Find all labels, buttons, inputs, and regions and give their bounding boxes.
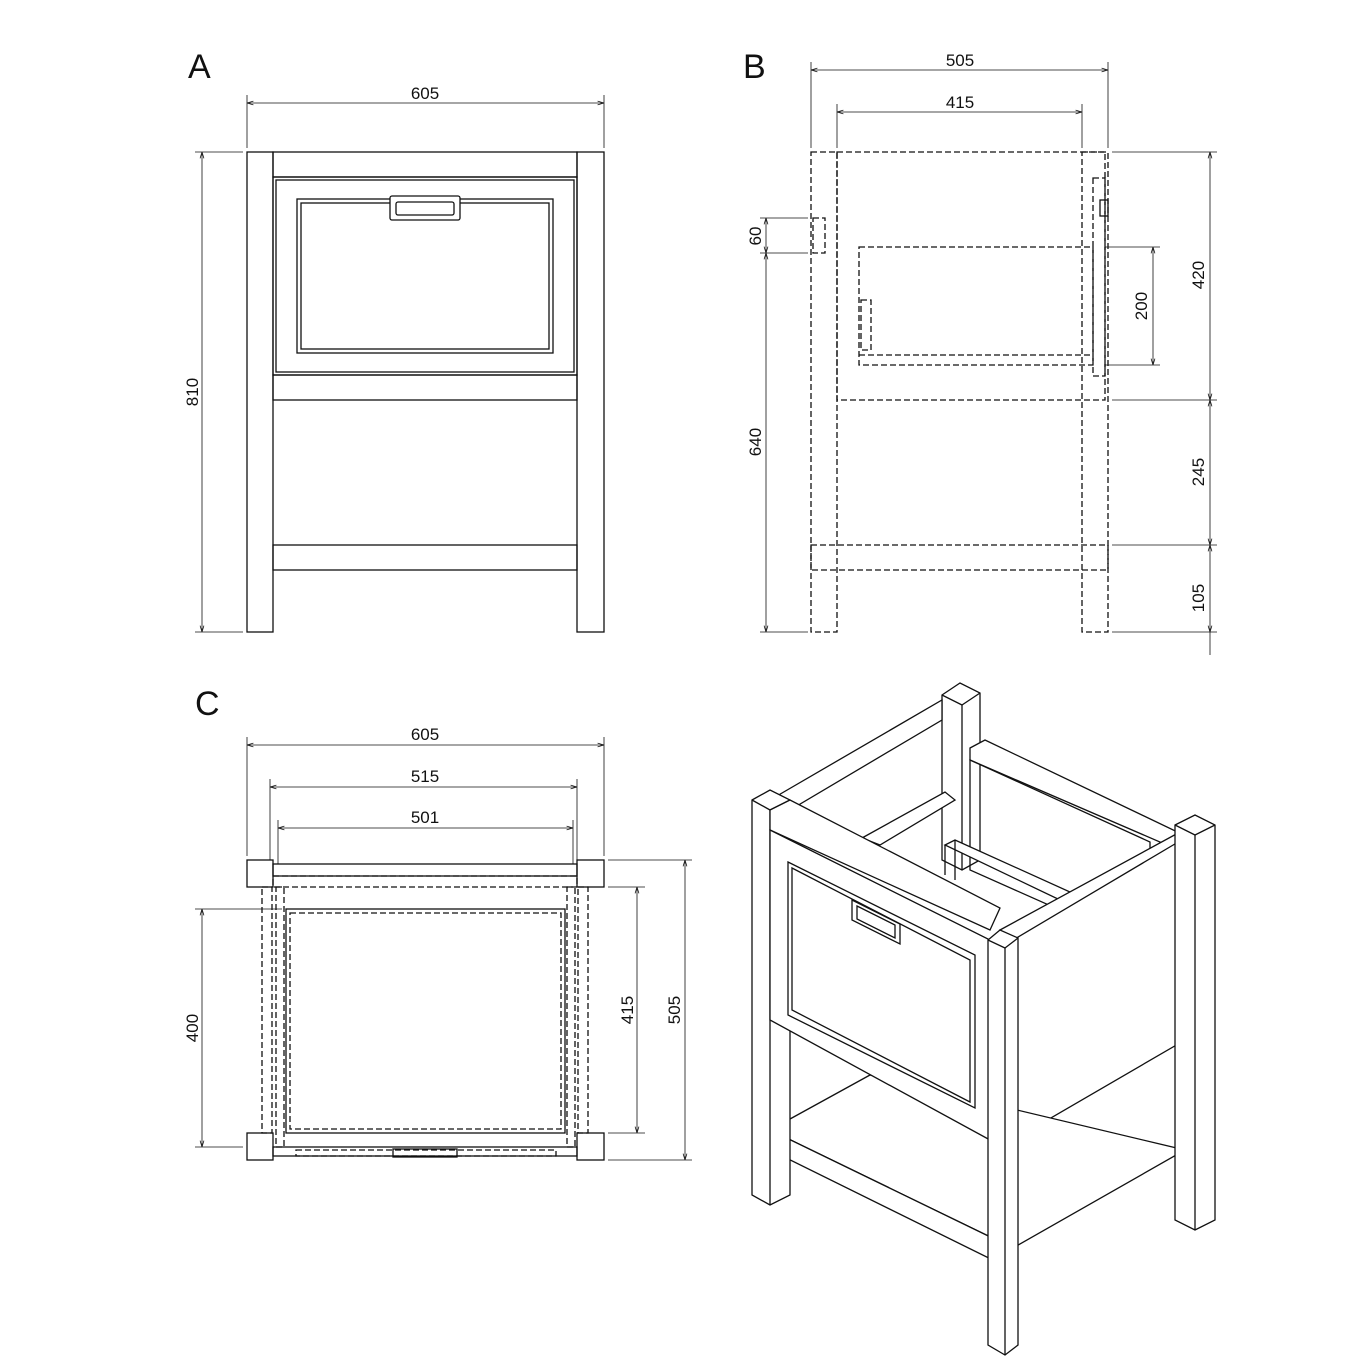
dim-shelf-to-floor: 105: [1189, 584, 1208, 612]
dim-upper-height: 420: [1189, 261, 1208, 289]
dim-width: 605: [411, 725, 439, 744]
dim-inner-depth: 415: [946, 93, 974, 112]
view-c-label: C: [195, 685, 220, 723]
view-a-front: A 605 810: [183, 48, 605, 633]
dim-depth: 505: [665, 996, 684, 1024]
shelf: [272, 544, 578, 571]
handle-inner: [395, 201, 455, 216]
dim-drawer-depth: 400: [183, 1014, 202, 1042]
isometric-view: [751, 682, 1216, 1356]
dim-open-height: 245: [1189, 458, 1208, 486]
dim-depth: 505: [946, 51, 974, 70]
side-panel: [836, 151, 1106, 401]
dim-inner-depth: 415: [618, 996, 637, 1024]
drawer-slide: [1092, 177, 1106, 377]
front-leg: [810, 151, 838, 633]
drawer-box: [285, 908, 566, 1134]
left-leg: [246, 151, 274, 633]
back-leg: [1081, 151, 1109, 633]
dim-width: 605: [411, 84, 439, 103]
handle: [851, 898, 901, 946]
rail-end: [812, 217, 826, 254]
view-c-top: C 605 515 501 400 415 505: [183, 685, 692, 1161]
drawer-bevel: [275, 179, 575, 373]
dim-inner-width: 515: [411, 767, 439, 786]
drawer-panel: [296, 198, 554, 354]
drawer-box: [858, 246, 1094, 366]
front-rail: [272, 1146, 578, 1157]
dim-drawer-height: 200: [1132, 292, 1151, 320]
back-rail: [272, 863, 578, 877]
lower-rail: [272, 374, 578, 401]
view-b-side: B 505 415 60 640 200 420 245 105: [743, 48, 1217, 655]
handle: [389, 195, 461, 221]
drawer-panel-inner: [300, 202, 550, 350]
view-b-label: B: [743, 48, 766, 86]
dim-leg-to-rail: 640: [746, 428, 765, 456]
view-a-label: A: [188, 48, 211, 86]
top-rail: [272, 151, 578, 178]
dim-drawer-width: 501: [411, 808, 439, 827]
handle: [392, 1148, 458, 1158]
shelf: [810, 544, 1109, 571]
dim-rail-height: 60: [746, 227, 765, 246]
dim-height: 810: [183, 378, 202, 406]
right-leg: [576, 151, 605, 633]
